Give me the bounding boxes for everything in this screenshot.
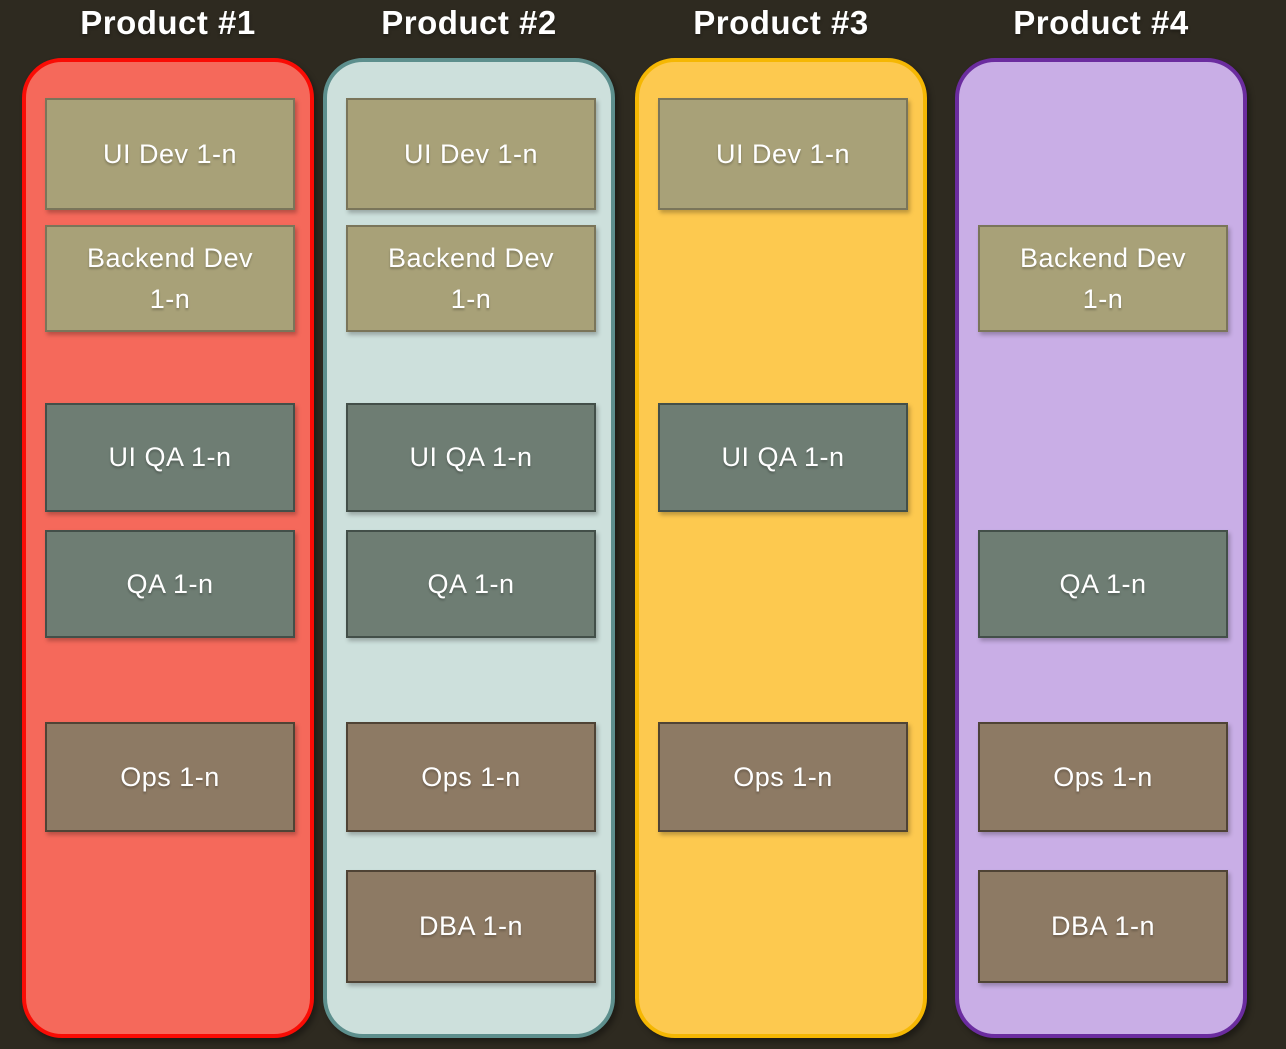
role-box-ui-qa-1-n: UI QA 1-n xyxy=(45,403,295,512)
product-2-title: Product #2 xyxy=(381,4,557,41)
role-box-ui-dev-1-n: UI Dev 1-n xyxy=(45,98,295,210)
product-3-title: Product #3 xyxy=(693,4,869,41)
role-box-ops-1-n: Ops 1-n xyxy=(978,722,1228,832)
role-box-dba-1-n: DBA 1-n xyxy=(346,870,596,983)
role-box-ui-qa-1-n: UI QA 1-n xyxy=(658,403,908,512)
role-box-ops-1-n: Ops 1-n xyxy=(346,722,596,832)
role-box-ui-qa-1-n: UI QA 1-n xyxy=(346,403,596,512)
role-box-ops-1-n: Ops 1-n xyxy=(45,722,295,832)
role-box-backend-dev-1-n: Backend Dev 1-n xyxy=(978,225,1228,332)
role-box-qa-1-n: QA 1-n xyxy=(346,530,596,638)
role-box-ops-1-n: Ops 1-n xyxy=(658,722,908,832)
role-box-dba-1-n: DBA 1-n xyxy=(978,870,1228,983)
role-box-ui-dev-1-n: UI Dev 1-n xyxy=(658,98,908,210)
product-4-title: Product #4 xyxy=(1013,4,1189,41)
product-1-title: Product #1 xyxy=(80,4,256,41)
role-box-qa-1-n: QA 1-n xyxy=(978,530,1228,638)
role-box-qa-1-n: QA 1-n xyxy=(45,530,295,638)
role-box-backend-dev-1-n: Backend Dev 1-n xyxy=(45,225,295,332)
role-box-ui-dev-1-n: UI Dev 1-n xyxy=(346,98,596,210)
role-box-backend-dev-1-n: Backend Dev 1-n xyxy=(346,225,596,332)
